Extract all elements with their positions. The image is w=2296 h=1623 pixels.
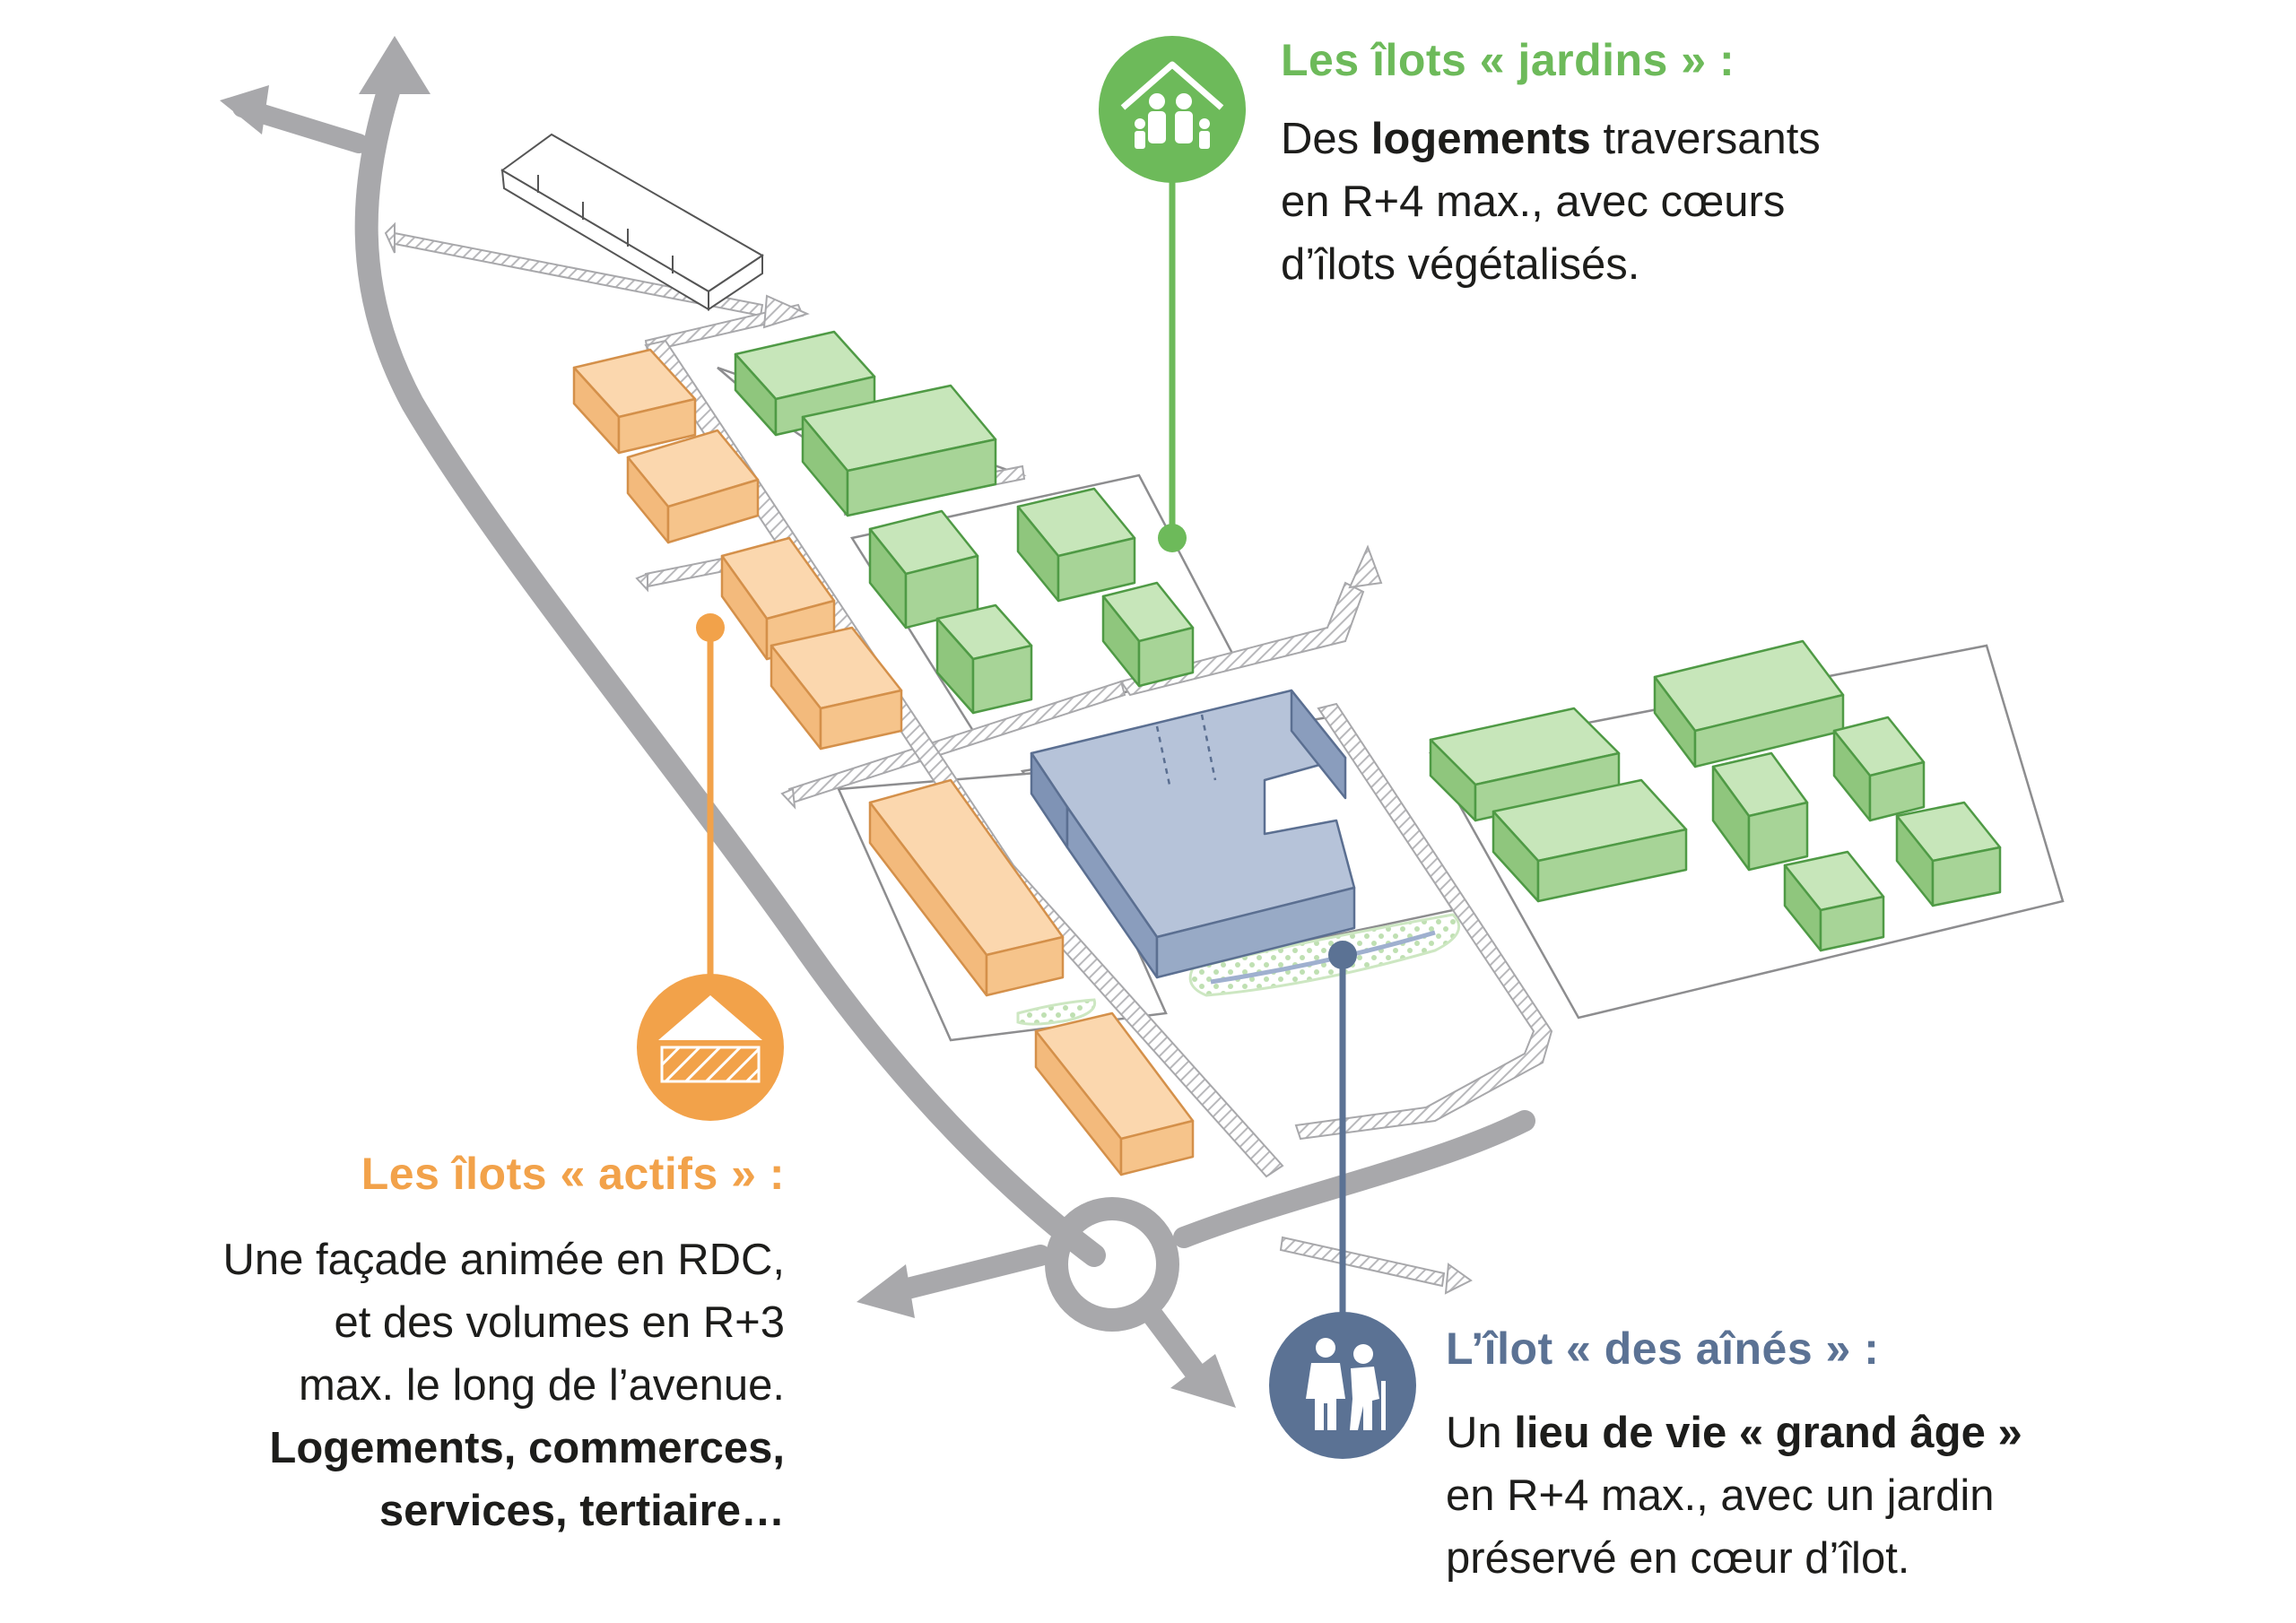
street-south-arrow [1279, 1236, 1446, 1288]
leader-lines [707, 135, 1346, 1314]
jardins-description: Des logements traversants en R+4 max., a… [1281, 108, 1821, 296]
green-block-3 [868, 509, 979, 629]
green-block-10 [1711, 751, 1809, 872]
storefront-awning-icon [637, 974, 784, 1121]
leader-dots [696, 524, 1357, 969]
aines-line-3: préservé en cœur d’îlot. [1446, 1534, 1910, 1583]
avenue-road [354, 60, 1106, 1267]
elderly-couple-icon [1269, 1312, 1416, 1459]
orange-blocks [572, 348, 1195, 1176]
actifs-title: Les îlots « actifs » : [361, 1149, 785, 1199]
green-block-9 [1653, 639, 1845, 768]
street-aines-east [1294, 702, 1553, 1141]
aines-title: L’îlot « des aînés » : [1446, 1324, 1880, 1374]
orange-block-6 [1034, 1011, 1195, 1176]
main-avenue [232, 60, 1535, 1392]
actifs-line-3: max. le long de l’avenue. [298, 1361, 785, 1410]
green-block-6 [1101, 581, 1195, 688]
blue-block-east [1290, 689, 1347, 800]
green-block-4 [935, 603, 1033, 715]
actifs-line-4: Logements, commerces, [269, 1424, 785, 1472]
orange-block-4 [770, 626, 903, 751]
actifs-line-1: Une façade animée en RDC, [222, 1236, 785, 1284]
green-block-5 [1016, 487, 1136, 603]
orange-block-1 [572, 348, 697, 455]
arrowhead-north [359, 36, 430, 94]
actifs-description: Une façade animée en RDC, et des volumes… [223, 1228, 785, 1542]
arrowhead-roundabout-west [857, 1264, 915, 1318]
green-block-11 [1832, 716, 1926, 822]
blue-block [1030, 689, 1356, 979]
road-arrowheads [220, 36, 1236, 1408]
roundabout [1045, 1197, 1179, 1332]
secondary-streets [394, 231, 1553, 1288]
green-block-1 [734, 330, 876, 437]
green-block-12 [1783, 850, 1885, 952]
family-house-icon [1099, 36, 1246, 183]
aines-line-2: en R+4 max., avec un jardin [1446, 1471, 1995, 1520]
actifs-line-5: services, tertiaire… [378, 1487, 785, 1535]
green-block-8 [1492, 778, 1688, 903]
jardins-line-1: Des logements traversants [1281, 115, 1821, 163]
roundabout-exit-south [1137, 1298, 1213, 1392]
roundabout-exit-west [886, 1245, 1051, 1302]
aines-line-1: Un lieu de vie « grand âge » [1446, 1409, 2022, 1457]
arrowhead-roundabout-south [1170, 1354, 1236, 1408]
existing-hall [500, 133, 764, 311]
blue-block-front-right [1155, 886, 1356, 979]
orange-block-5 [868, 778, 1065, 997]
jardins-title: Les îlots « jardins » : [1281, 35, 1735, 85]
aines-description: Un lieu de vie « grand âge » en R+4 max.… [1446, 1402, 2022, 1590]
jardins-line-3: d’îlots végétalisés. [1281, 240, 1640, 289]
green-block-2 [801, 384, 997, 517]
green-block-7 [1429, 707, 1621, 822]
jardins-line-2: en R+4 max., avec cœurs [1281, 178, 1786, 226]
street-arrowheads [384, 221, 1473, 1295]
arrowhead-west [220, 85, 269, 135]
roundabout-exit-east [1173, 1110, 1535, 1248]
green-blocks [734, 330, 2002, 952]
orange-block-2 [626, 429, 760, 544]
actifs-line-2: et des volumes en R+3 [334, 1298, 785, 1347]
garden-strip [1016, 913, 1461, 1026]
green-block-13 [1895, 801, 2002, 907]
